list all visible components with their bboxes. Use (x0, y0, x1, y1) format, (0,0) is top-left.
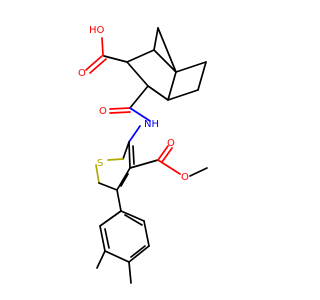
methyl-ester-group (129, 145, 208, 177)
carboxylic-acid-group (85, 37, 128, 74)
ester-ether-o-label: O (181, 172, 189, 183)
norbornane-ring (126, 27, 207, 101)
carboxylic-acid-carbonyl-o-label: O (78, 68, 86, 79)
dimethylphenyl-ring (96, 189, 150, 284)
ester-carbonyl-o-label: O (167, 138, 175, 149)
structure-diagram: HO O O NH S O O (78, 25, 208, 284)
carboxylic-acid-oh-label: HO (89, 25, 105, 36)
amide-nh-label: NH (144, 119, 159, 130)
amide-group (109, 85, 151, 143)
thiophene-s-label: S (97, 158, 103, 169)
amide-carbonyl-o-label: O (99, 106, 107, 117)
thiophene-ring (95, 141, 135, 191)
molecule-canvas: HO O O NH S O O (78, 25, 208, 284)
